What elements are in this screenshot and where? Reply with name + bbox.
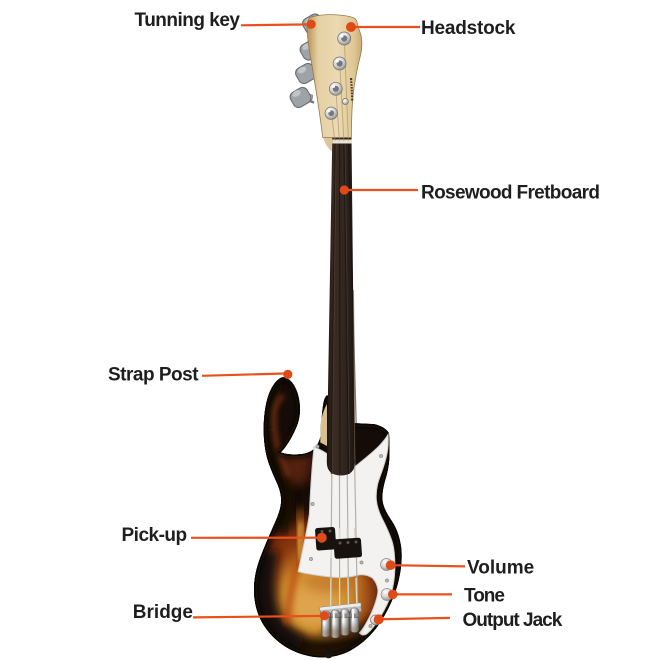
svg-text:Rosewood Fretboard: Rosewood Fretboard [421,182,599,203]
svg-text:Pick-up: Pick-up [122,525,187,546]
svg-text:Tone: Tone [464,585,504,606]
svg-text:Volume: Volume [467,557,534,578]
svg-text:Tunning key: Tunning key [135,10,241,31]
svg-text:Bridge: Bridge [133,602,193,623]
svg-text:Strap Post: Strap Post [108,365,199,386]
svg-text:Output Jack: Output Jack [463,610,563,631]
svg-text:Headstock: Headstock [421,18,516,39]
